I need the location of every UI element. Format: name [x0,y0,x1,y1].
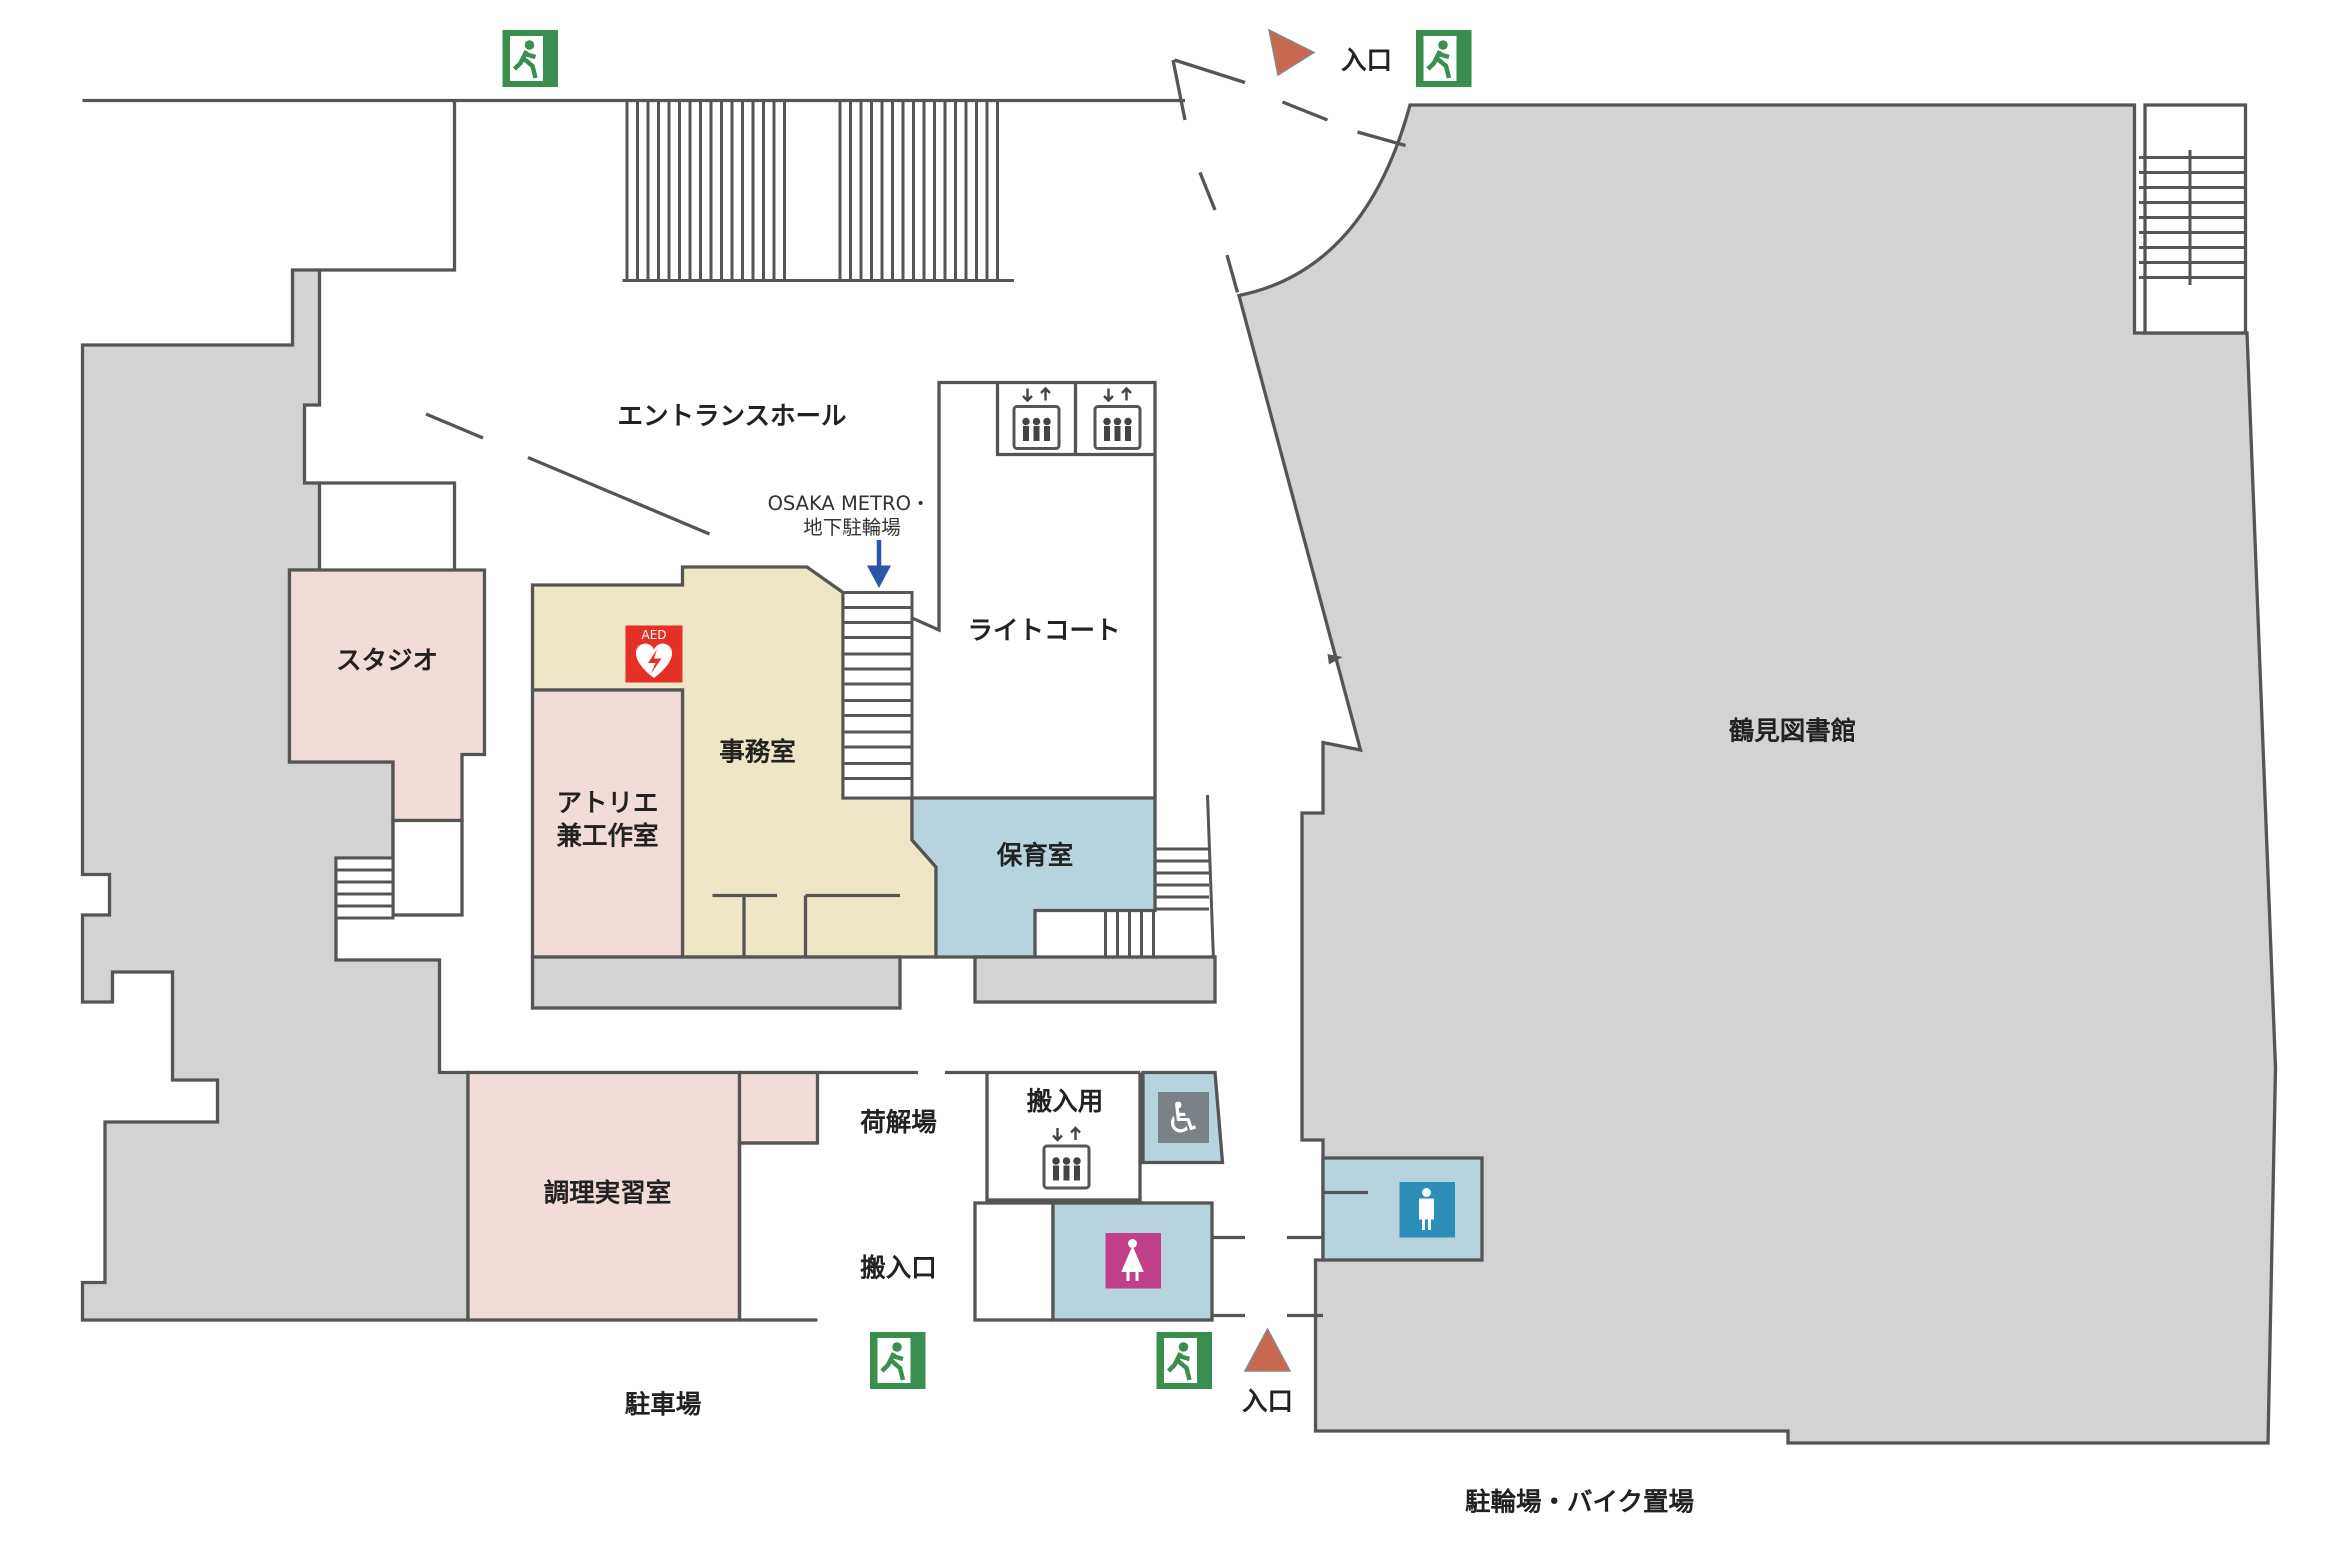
svg-text:♿: ♿ [1165,1094,1203,1143]
svg-text:AED: AED [641,628,666,642]
storage [973,1201,1055,1322]
wall [1212,1235,1323,1318]
metro-label: 地下駐輪場 [803,516,901,539]
emergency-exit-icon [870,1332,926,1389]
wheelchair-icon [1158,1092,1209,1143]
freight-elevator-icon [1042,1126,1091,1190]
bike-parking-label: 駐輪場・バイク置場 [1465,1488,1694,1518]
metro-arrow-icon [867,565,891,588]
emergency-exit-icon [503,30,559,87]
loading-area-label: 荷解場 [860,1108,937,1138]
elevator-icon [1093,387,1142,450]
counter [530,955,902,1010]
storage [391,818,464,917]
studio-label: スタジオ [336,646,438,676]
counter [973,955,1217,1004]
freight-elevator-label: 搬入用 [1027,1087,1104,1117]
hall-partition [425,412,711,536]
metro-label: OSAKA METRO・ [768,492,931,515]
library-area [1236,103,2278,1445]
cooking-room-label: 調理実習室 [544,1179,672,1209]
loading-entrance-label: 搬入口 [860,1254,937,1284]
entrance-label: 入口 [1242,1387,1293,1417]
entrance-hall-label: エントランスホール [618,402,847,432]
entrance-label: 入口 [1341,46,1392,76]
left-stairs [334,856,395,920]
wall [737,1141,818,1322]
wall [319,481,457,570]
emergency-exit-icon [1416,30,1472,87]
entrance-doors [1171,58,1406,293]
aed-icon: AED [625,625,683,683]
door-arrow-icon [1327,654,1343,665]
nursery-label: 保育室 [996,841,1074,871]
metro-stairs[interactable] [841,591,914,800]
elevator-icon [1012,387,1061,450]
library-stairs [2139,150,2244,285]
emergency-exit-icon [1157,1332,1213,1389]
loading-walls [817,1070,1142,1202]
wall [319,100,457,272]
office-label: 事務室 [719,738,796,768]
atelier-room [530,688,685,959]
elevator-hall [995,382,1155,457]
office-partitions [712,893,900,957]
entrance-stairs [622,100,1014,282]
atelier-label: 兼工作室 [556,822,658,852]
atelier-label: アトリエ [556,789,658,819]
entrance-marker-icon [1267,28,1316,77]
cooking-storage [737,1070,820,1145]
parking-label: 駐車場 [625,1390,702,1420]
entrance-marker-icon [1243,1327,1292,1372]
cooking-room [466,1070,742,1322]
light-court-walls [911,380,1157,798]
light-court-label: ライトコート [967,616,1120,646]
library-label: 鶴見図書館 [1729,717,1857,747]
